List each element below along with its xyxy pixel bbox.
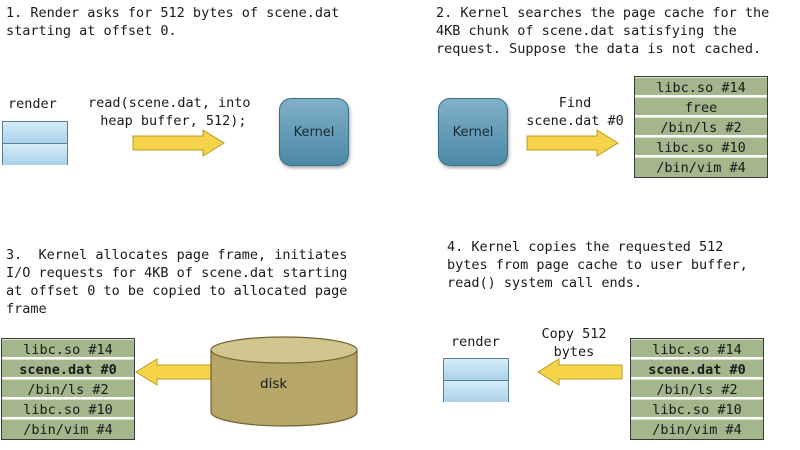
cache-slot: libc.so #14 bbox=[635, 77, 767, 97]
cache-slot-scene: scene.dat #0 bbox=[631, 359, 763, 379]
cache-slot: /bin/vim #4 bbox=[635, 157, 767, 177]
arrow-left-icon bbox=[135, 358, 213, 386]
render-label: render bbox=[451, 334, 500, 350]
cache-slot: libc.so #10 bbox=[635, 137, 767, 157]
cache-slot: libc.so #10 bbox=[631, 399, 763, 419]
user-buffer bbox=[2, 121, 68, 165]
page-cache: libc.so #14 scene.dat #0 /bin/ls #2 libc… bbox=[630, 338, 764, 440]
cache-slot: libc.so #14 bbox=[2, 339, 134, 359]
cache-slot: /bin/vim #4 bbox=[2, 419, 134, 439]
step-3-caption: 3. Kernel allocates page frame, initiate… bbox=[6, 247, 348, 317]
arrow-right-icon bbox=[132, 129, 225, 157]
cache-slot: libc.so #14 bbox=[631, 339, 763, 359]
cache-slot: free bbox=[635, 97, 767, 117]
step-1-caption: 1. Render asks for 512 bytes of scene.da… bbox=[6, 5, 340, 39]
find-text: Find scene.dat #0 bbox=[526, 95, 624, 129]
disk-icon bbox=[210, 336, 358, 427]
step-4-caption: 4. Kernel copies the requested 512 bytes… bbox=[447, 239, 748, 291]
page-cache: libc.so #14 scene.dat #0 /bin/ls #2 libc… bbox=[1, 338, 135, 440]
cache-slot: /bin/ls #2 bbox=[635, 117, 767, 137]
kernel-box: Kernel bbox=[438, 98, 508, 166]
render-label: render bbox=[8, 96, 57, 112]
copy-text: Copy 512 bytes bbox=[541, 326, 607, 360]
disk-label: disk bbox=[260, 376, 288, 392]
arrow-left-icon bbox=[537, 358, 623, 386]
arrow-right-icon bbox=[526, 129, 619, 157]
cache-slot-scene: scene.dat #0 bbox=[2, 359, 134, 379]
user-buffer bbox=[443, 358, 509, 402]
kernel-box: Kernel bbox=[279, 98, 349, 166]
read-call-text: read(scene.dat, into heap buffer, 512); bbox=[88, 95, 251, 129]
page-cache: libc.so #14 free /bin/ls #2 libc.so #10 … bbox=[634, 76, 768, 178]
cache-slot: libc.so #10 bbox=[2, 399, 134, 419]
cache-slot: /bin/ls #2 bbox=[2, 379, 134, 399]
step-2-caption: 2. Kernel searches the page cache for th… bbox=[436, 5, 770, 57]
cache-slot: /bin/ls #2 bbox=[631, 379, 763, 399]
cache-slot: /bin/vim #4 bbox=[631, 419, 763, 439]
